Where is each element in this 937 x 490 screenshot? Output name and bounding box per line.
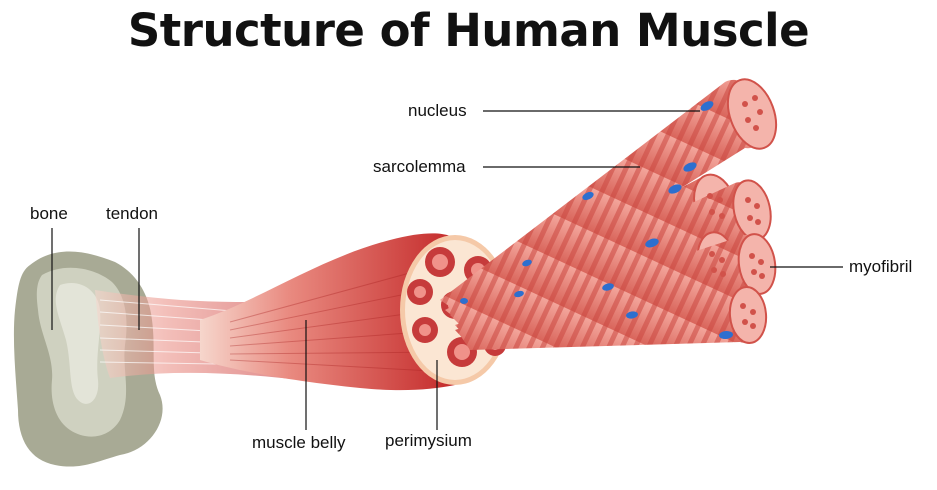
sarcolemma-label: sarcolemma [373,157,466,176]
nucleus-label: nucleus [408,101,467,120]
myofibril-label: myofibril [849,257,912,276]
page-title: Structure of Human Muscle [127,4,810,57]
tendon-label: tendon [106,204,158,223]
bone-label: bone [30,204,68,223]
leader-lines [51,110,843,430]
muscle-fibers [440,78,778,350]
perimysium-label: perimysium [385,431,472,450]
muscle-belly-label: muscle belly [252,433,346,452]
